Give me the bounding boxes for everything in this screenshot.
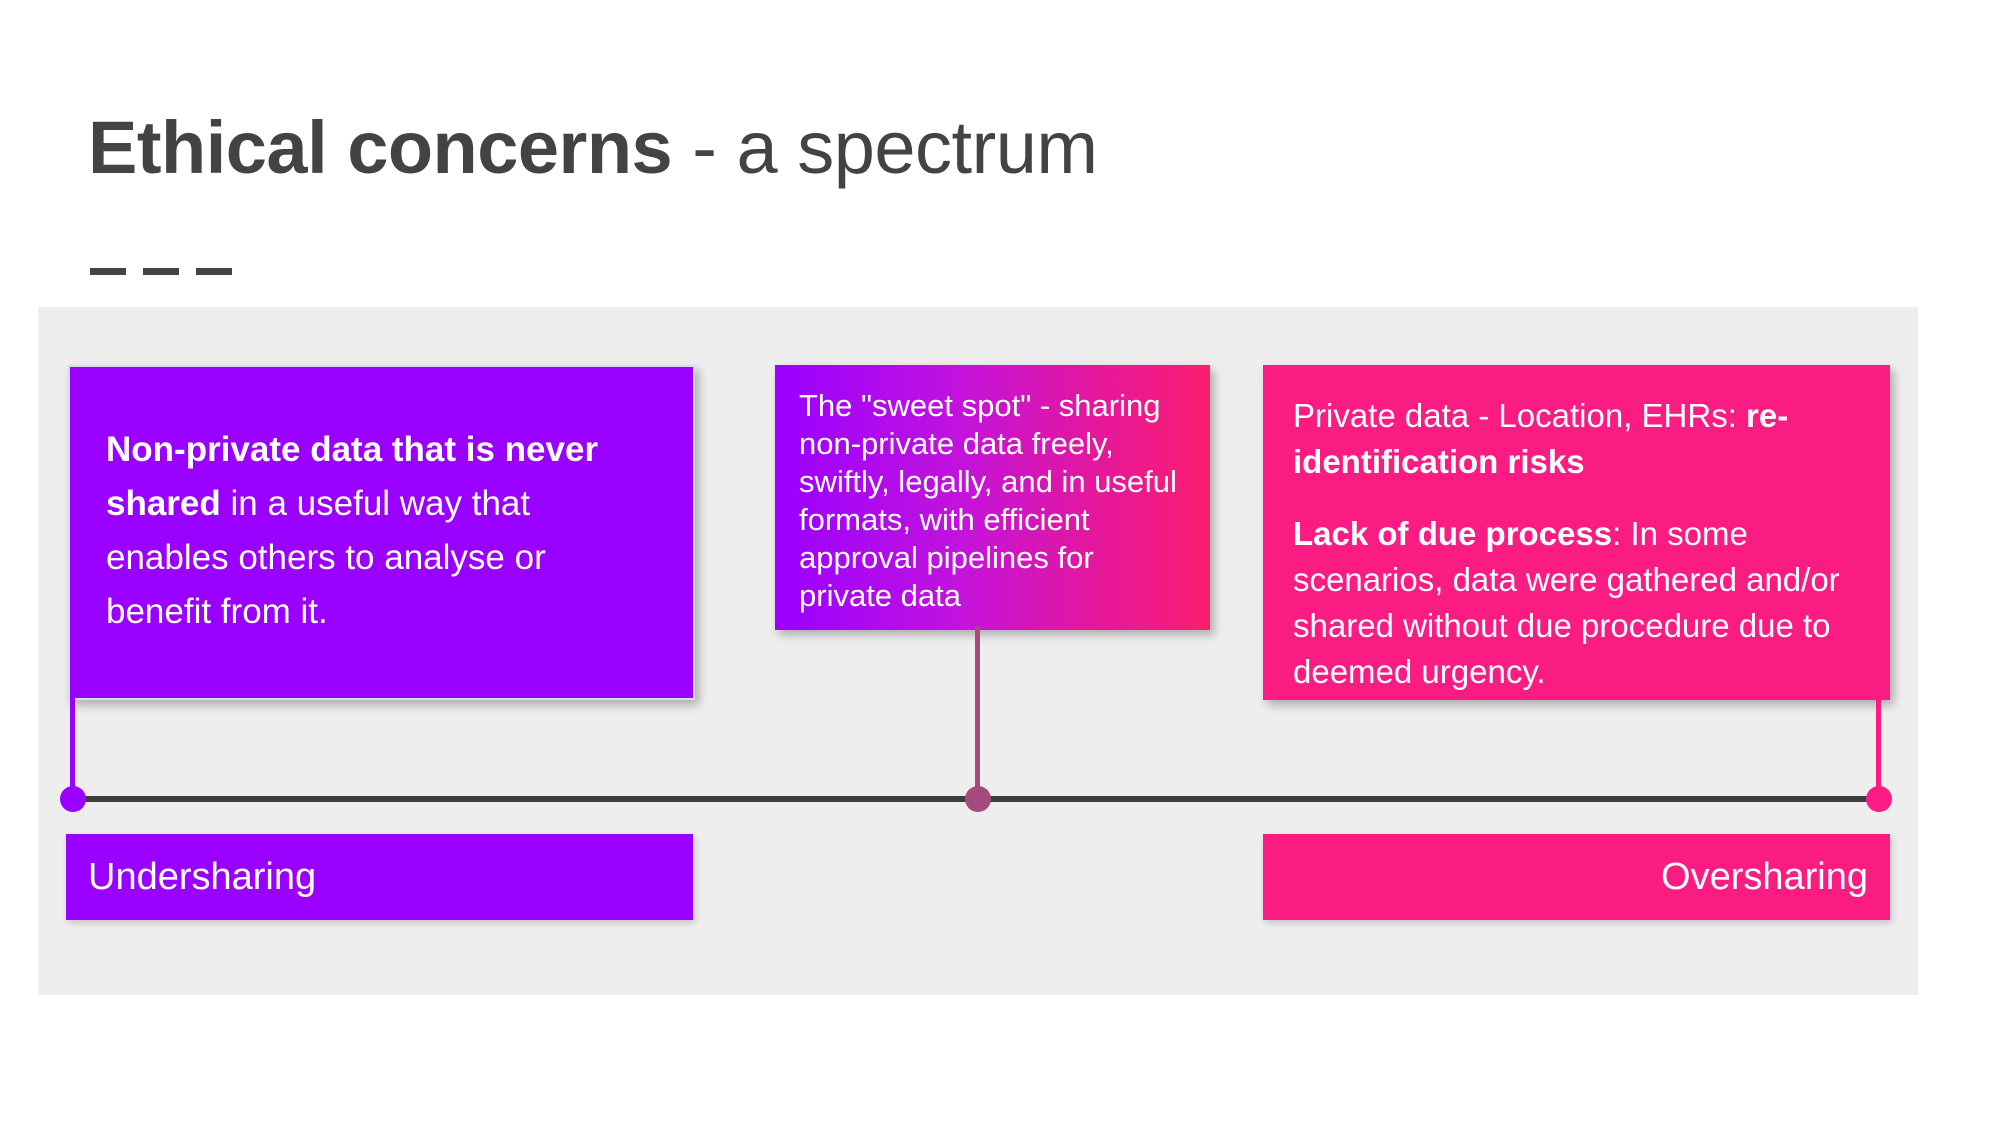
title-rule-dash xyxy=(196,268,232,275)
connector-line-sweet-spot xyxy=(975,626,980,806)
paragraph-spacer xyxy=(1293,485,1860,511)
card-oversharing-para-1-bold: re-identification risks xyxy=(1293,397,1789,480)
title-rule xyxy=(90,268,232,275)
axis-label-undersharing: Undersharing xyxy=(66,834,693,920)
card-oversharing-para-2-bold: Lack of due process xyxy=(1293,515,1613,552)
page-title-strong: Ethical concerns xyxy=(88,106,673,189)
card-oversharing-para-2-rest: : In some scenarios, data were gathered … xyxy=(1293,515,1840,690)
card-undersharing-text: Non-private data that is never shared in… xyxy=(106,423,657,639)
axis-label-oversharing: Oversharing xyxy=(1263,834,1890,920)
connector-line-undersharing xyxy=(70,696,75,806)
card-sweet-spot-text: The "sweet spot" - sharing non-private d… xyxy=(799,388,1177,613)
oversharing-marker-dot xyxy=(1866,786,1892,812)
undersharing-marker-dot xyxy=(60,786,86,812)
card-oversharing-para-1-lead: Private data - Location, EHRs: xyxy=(1293,397,1747,434)
card-undersharing-rest: in a useful way that enables others to a… xyxy=(106,484,546,631)
card-sweet-spot: The "sweet spot" - sharing non-private d… xyxy=(775,365,1210,630)
sweet-spot-marker-dot xyxy=(965,786,991,812)
card-undersharing: Non-private data that is never shared in… xyxy=(68,365,695,700)
card-oversharing: Private data - Location, EHRs: re-identi… xyxy=(1263,365,1890,700)
title-rule-dash xyxy=(90,268,126,275)
card-undersharing-lead: Non-private data that is never shared xyxy=(106,430,599,523)
page-title: Ethical concerns - a spectrum xyxy=(88,96,1688,206)
connector-line-oversharing xyxy=(1876,696,1881,806)
card-oversharing-para-2: Lack of due process: In some scenarios, … xyxy=(1293,511,1860,695)
page-title-light: - a spectrum xyxy=(672,106,1098,189)
title-rule-dash xyxy=(143,268,179,275)
card-oversharing-para-1: Private data - Location, EHRs: re-identi… xyxy=(1293,393,1860,485)
